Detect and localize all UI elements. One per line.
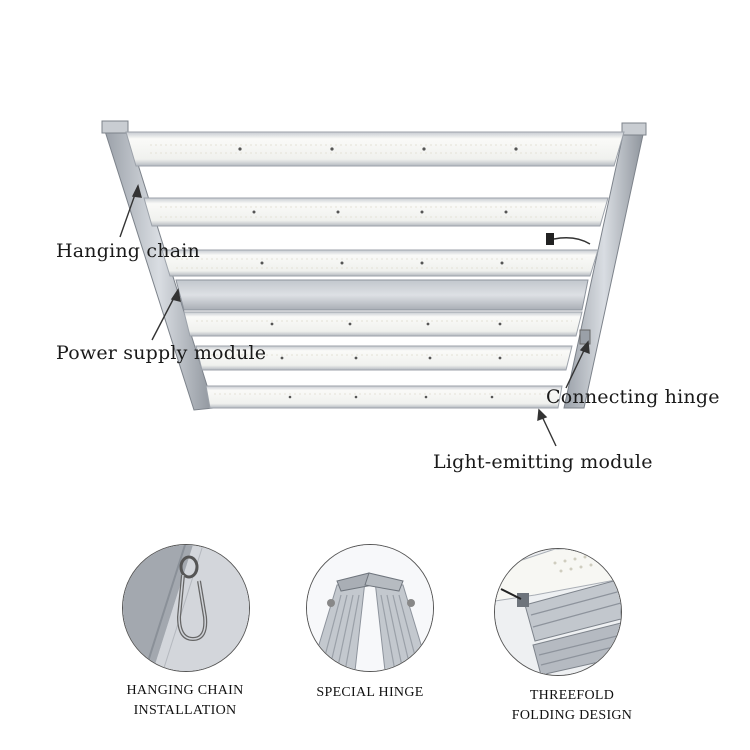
right-rail-cap [621,122,647,136]
caption-line: HANGING CHAIN [126,683,244,698]
label-hanging-chain: Hanging chain [56,240,200,262]
led-bar-5 [195,345,573,371]
led-bar-1 [125,131,625,167]
caption-line: SPECIAL HINGE [316,685,424,700]
led-bar-2 [143,197,609,227]
caption-threefold-folding: THREEFOLD FOLDING DESIGN [490,686,654,726]
detail-circle-threefold-folding [494,548,622,676]
led-bars [125,131,625,409]
label-power-supply-module: Power supply module [56,342,267,364]
detail-circle-special-hinge [306,544,434,672]
caption-special-hinge: SPECIAL HINGE [290,683,450,703]
hinge-block [579,329,591,345]
led-chip-markers [238,147,518,399]
led-grain [150,144,600,395]
label-connecting-hinge: Connecting hinge [546,386,720,408]
power-supply-bar [175,279,589,311]
caption-line: THREEFOLD [529,688,615,703]
leader-arrows [119,184,590,447]
led-bar-6 [205,385,563,409]
caption-hanging-chain: HANGING CHAIN INSTALLATION [105,681,265,721]
cable-connector [546,233,554,245]
label-light-emitting-module: Light-emitting module [433,451,653,473]
cable [553,237,591,245]
caption-line: FOLDING DESIGN [511,708,633,723]
led-bar-3 [161,249,599,277]
led-bar-4 [183,311,583,337]
detail-circle-hanging-chain [122,544,250,672]
left-rail-cap [101,120,129,134]
caption-line: INSTALLATION [133,703,237,718]
grow-light-illustration [101,120,647,447]
